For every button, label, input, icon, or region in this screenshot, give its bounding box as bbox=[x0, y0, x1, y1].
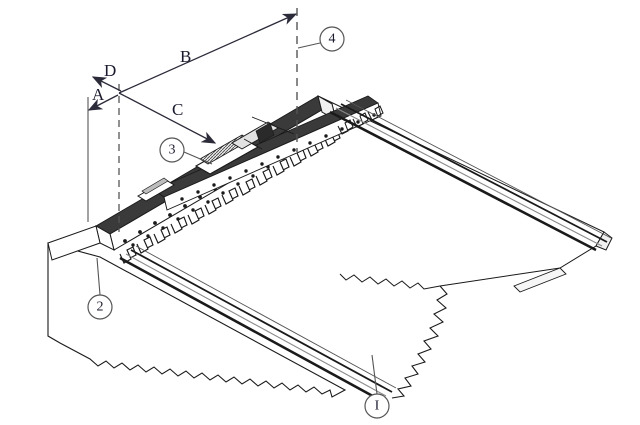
callout-4[interactable]: 4 bbox=[319, 26, 345, 52]
panel-upper-front-hem bbox=[513, 267, 567, 293]
callout-3-circle[interactable] bbox=[159, 137, 185, 163]
rail-rear-flange bbox=[163, 102, 382, 211]
dimension-arrows bbox=[87, 13, 298, 144]
dimension-line-C bbox=[118, 92, 217, 144]
dimension-line-B bbox=[118, 13, 298, 94]
dimension-label-D: D bbox=[104, 61, 116, 80]
panel-lower-ribs bbox=[119, 245, 397, 402]
splice-upper-edge bbox=[251, 116, 295, 135]
callout-2-circle[interactable] bbox=[87, 294, 113, 320]
splice-dark-block bbox=[255, 122, 275, 144]
panel-upper-ribs bbox=[329, 99, 612, 252]
dimension-line-A bbox=[87, 94, 119, 111]
leader-line-2 bbox=[96, 257, 101, 296]
leader-line-1 bbox=[371, 354, 378, 395]
ceiling-panel-lower bbox=[47, 242, 347, 398]
callout-1-circle[interactable] bbox=[364, 393, 390, 419]
rail-left-bracket bbox=[137, 177, 175, 202]
dimension-line-D bbox=[91, 76, 122, 92]
callout-bubbles: I 2 3 4 bbox=[87, 26, 390, 419]
callout-1[interactable]: I bbox=[364, 393, 390, 419]
dimension-label-A: A bbox=[92, 85, 105, 104]
dimension-label-C: C bbox=[172, 100, 183, 119]
callout-4-number: 4 bbox=[329, 32, 336, 47]
dimension-label-B: B bbox=[180, 47, 191, 66]
panel-lower-face bbox=[47, 242, 347, 398]
splice-connector bbox=[194, 116, 295, 175]
panel-left-return bbox=[47, 225, 101, 261]
callout-2[interactable]: 2 bbox=[87, 294, 113, 320]
callout-4-circle[interactable] bbox=[319, 26, 345, 52]
callout-1-number: I bbox=[375, 399, 380, 414]
rail-rear-perforations bbox=[180, 113, 376, 201]
callout-leaders bbox=[96, 42, 378, 395]
dimension-labels: B C D A bbox=[92, 47, 191, 119]
reference-lines bbox=[87, 8, 298, 232]
callout-3-number: 3 bbox=[169, 143, 176, 158]
break-line-right bbox=[391, 285, 448, 399]
leader-line-3 bbox=[183, 151, 213, 165]
callout-2-number: 2 bbox=[97, 300, 104, 315]
callout-3[interactable]: 3 bbox=[159, 137, 185, 163]
leader-line-4 bbox=[297, 42, 321, 49]
